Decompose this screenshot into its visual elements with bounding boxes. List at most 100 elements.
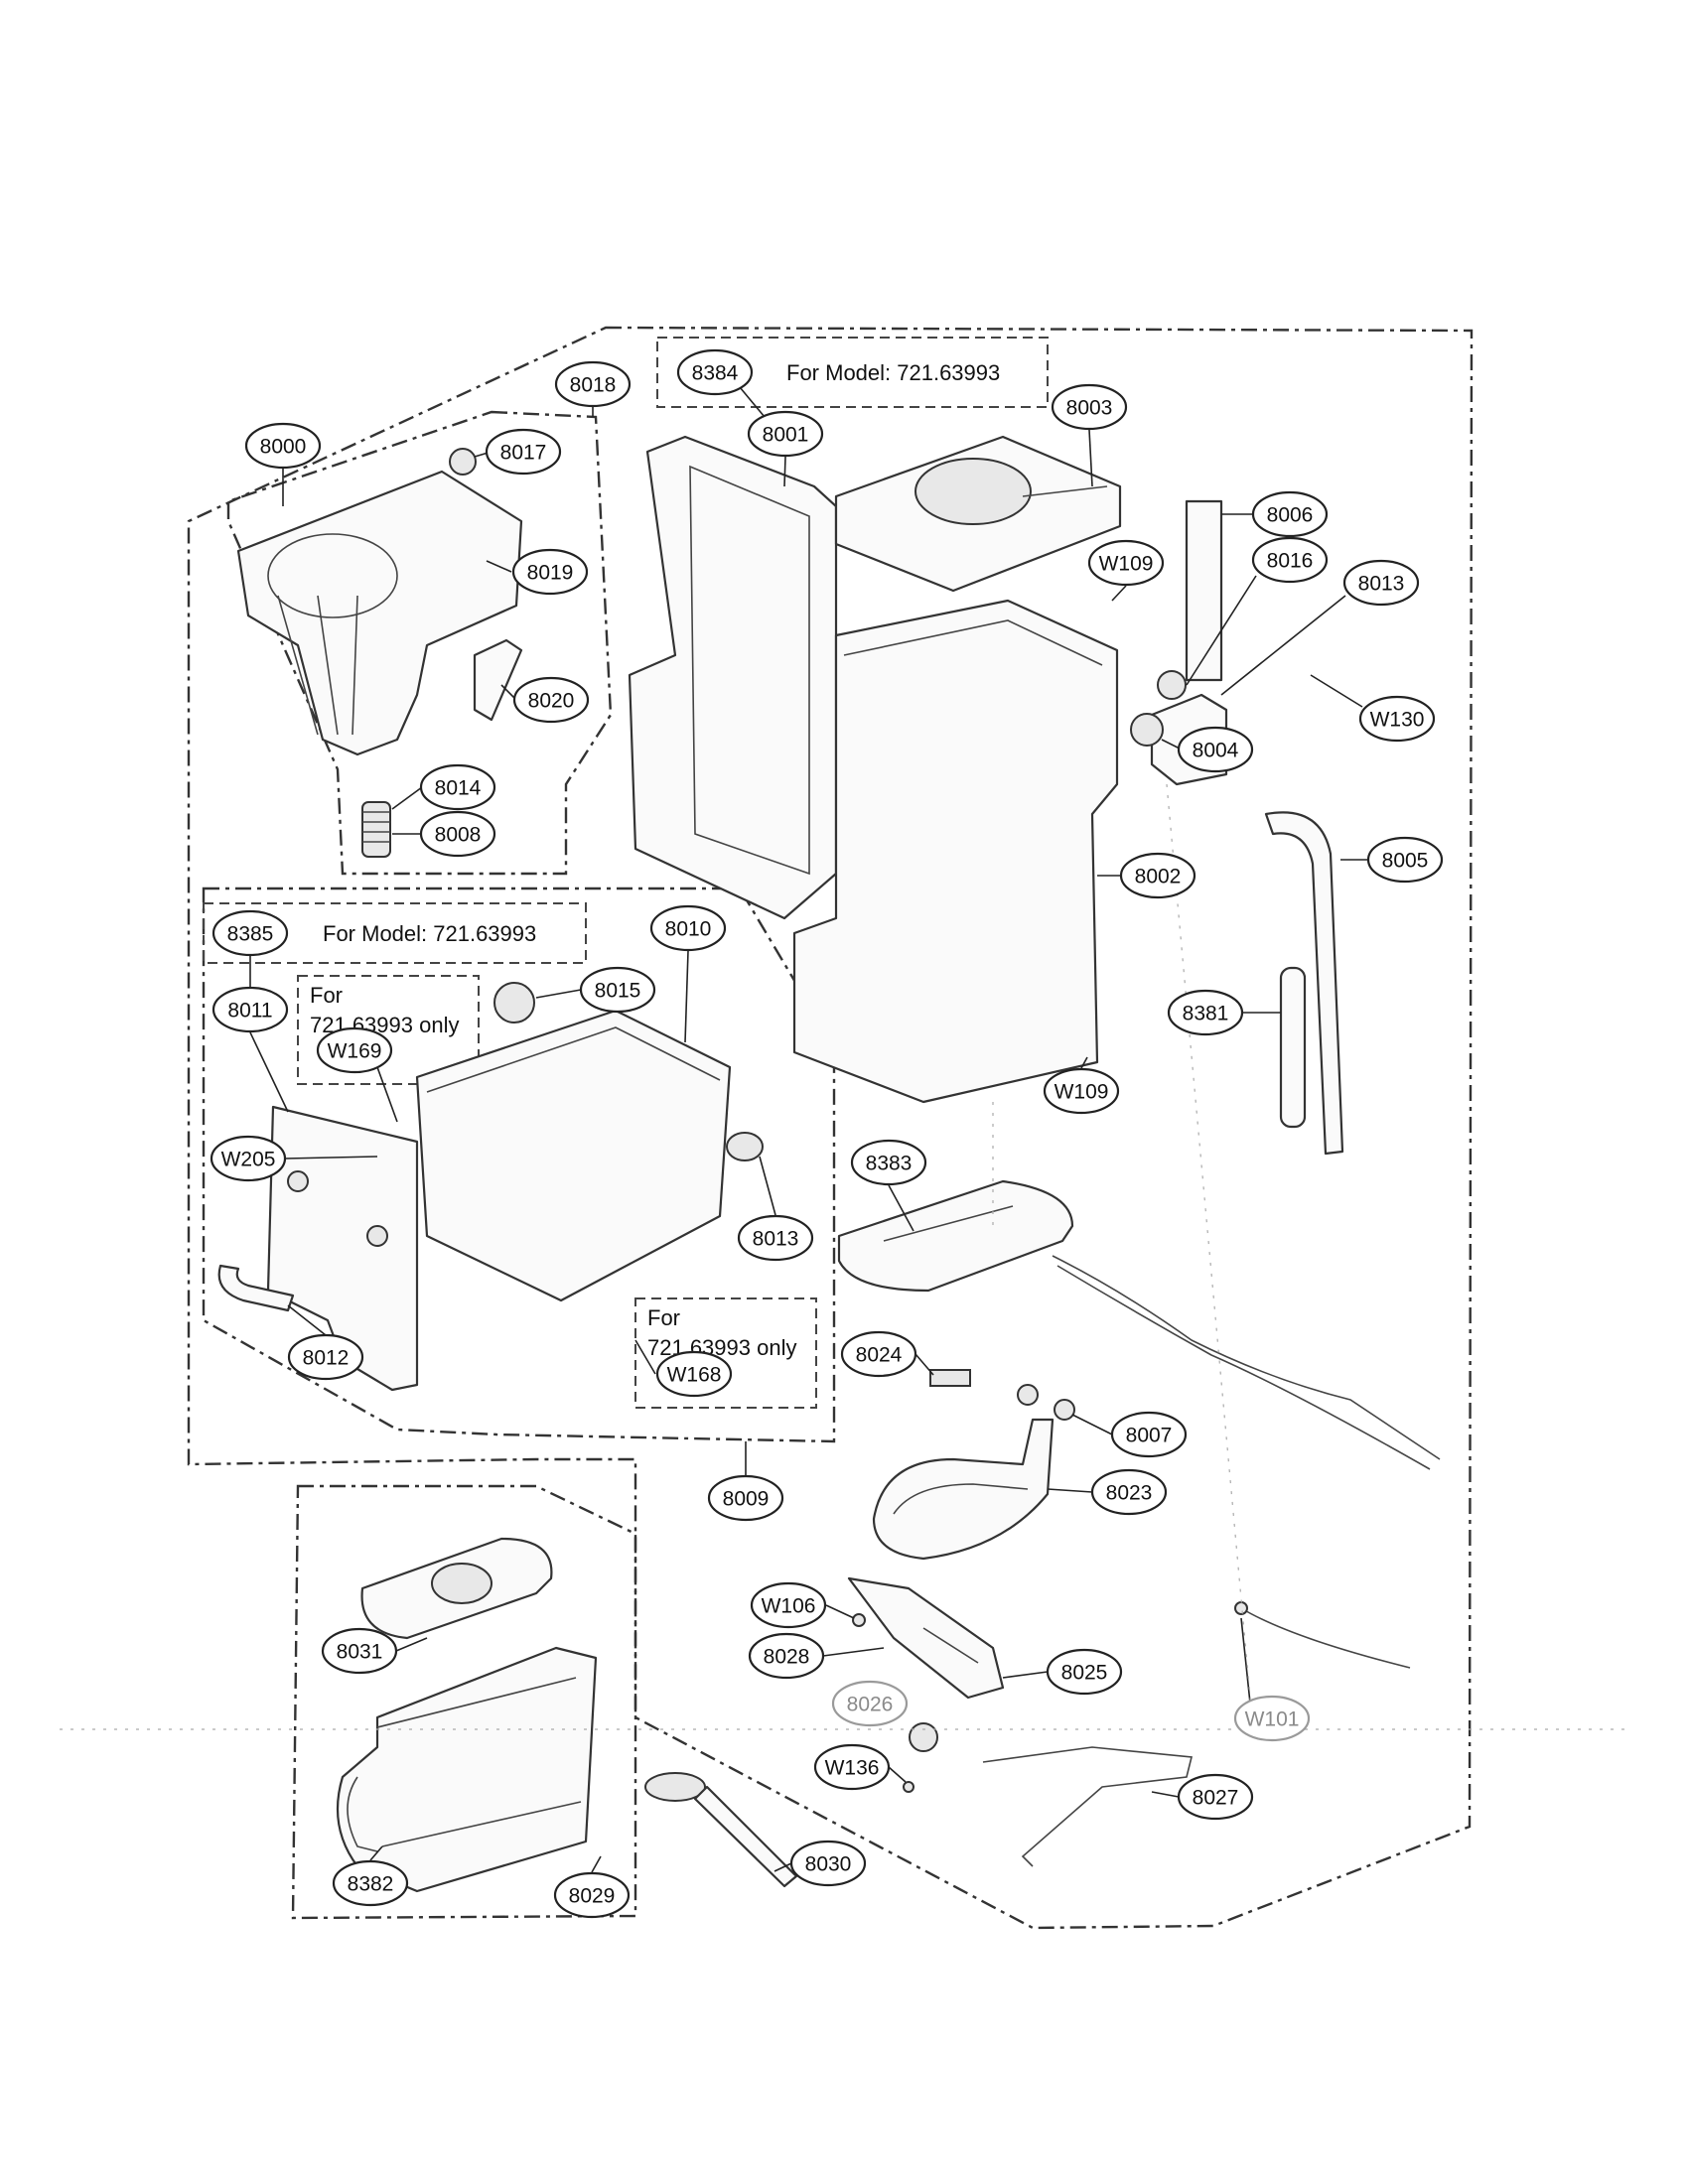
callout-text-8006: 8006 <box>1267 504 1314 527</box>
callout-oval-8000 <box>244 422 322 470</box>
callout-text-8014: 8014 <box>435 777 482 800</box>
callout-8014: 8014 <box>419 763 496 811</box>
callout-8012: 8012 <box>287 1333 364 1381</box>
filter-basket-8019 <box>236 470 523 756</box>
callout-text-8027: 8027 <box>1193 1787 1239 1810</box>
callout-8013b: 8013 <box>737 1214 814 1262</box>
reservoir-boundary <box>202 887 836 1443</box>
callout-text-8028: 8028 <box>764 1646 810 1669</box>
carafe-handle <box>347 1776 378 1852</box>
callout-oval-8383 <box>850 1139 927 1186</box>
callout-8009: 8009 <box>707 1474 784 1522</box>
callout-oval-8012 <box>287 1333 364 1381</box>
leader-lines <box>249 386 1368 1873</box>
plate-slot <box>883 1205 1014 1242</box>
scoop-bowl-8030 <box>644 1772 706 1802</box>
callout-8019: 8019 <box>511 548 589 596</box>
callout-oval-W136 <box>813 1743 891 1791</box>
carafe-rings <box>376 1677 582 1847</box>
callout-text-8007: 8007 <box>1126 1425 1173 1447</box>
callout-8013a: 8013 <box>1342 559 1420 607</box>
callout-oval-8025 <box>1046 1648 1123 1696</box>
callout-oval-8030 <box>789 1840 867 1887</box>
connector-8013 <box>1130 713 1164 747</box>
clamp-8007-b <box>1054 1399 1075 1421</box>
carafe-parts <box>336 1537 798 1893</box>
callout-text-8020: 8020 <box>528 690 575 713</box>
callout-text-8383: 8383 <box>866 1153 913 1175</box>
callout-8007: 8007 <box>1110 1411 1188 1458</box>
callout-text-8010: 8010 <box>665 918 712 941</box>
callout-W205: W205 <box>210 1135 287 1182</box>
ground-terminal <box>1234 1601 1248 1615</box>
connector-8013b <box>726 1132 764 1161</box>
callout-text-8000: 8000 <box>260 436 307 459</box>
callout-oval-8023 <box>1090 1468 1168 1516</box>
callout-oval-8016 <box>1251 536 1329 584</box>
callout-oval-8381 <box>1167 989 1244 1036</box>
clamp-8007-a <box>1017 1384 1039 1406</box>
callout-8383: 8383 <box>850 1139 927 1186</box>
callout-oval-W130 <box>1358 695 1436 743</box>
callout-oval-8027 <box>1177 1773 1254 1821</box>
callout-8381: 8381 <box>1167 989 1244 1036</box>
callout-oval-8029 <box>553 1871 631 1919</box>
callout-text-8025: 8025 <box>1061 1662 1108 1685</box>
front-frame-window <box>689 465 810 876</box>
callout-8020: 8020 <box>512 676 590 724</box>
callout-text-8013b: 8013 <box>753 1228 799 1251</box>
callout-oval-8013a <box>1342 559 1420 607</box>
heater-parts <box>837 1179 1441 1867</box>
callout-oval-8001 <box>747 410 824 458</box>
callout-8018: 8018 <box>554 360 632 408</box>
callout-text-8001: 8001 <box>763 424 809 447</box>
callout-oval-8004 <box>1177 726 1254 773</box>
callout-8023: 8023 <box>1090 1468 1168 1516</box>
heater-loop <box>893 1483 1029 1515</box>
callout-8010: 8010 <box>649 904 727 952</box>
filter-basket-parts <box>236 448 523 858</box>
model-note-mid: For Model: 721.63993 <box>323 921 536 946</box>
callout-W109a: W109 <box>1087 539 1165 587</box>
callout-oval-8014 <box>419 763 496 811</box>
callout-text-8031: 8031 <box>337 1641 383 1664</box>
callout-8030: 8030 <box>789 1840 867 1887</box>
callout-text-8018: 8018 <box>570 374 617 397</box>
tube-8381 <box>1279 966 1307 1129</box>
callout-text-8384: 8384 <box>692 362 739 385</box>
callout-oval-8006 <box>1251 490 1329 538</box>
only-note-1-line1: For <box>310 983 343 1008</box>
shower-head <box>914 458 1032 525</box>
panel-screw-hole-2 <box>366 1225 388 1247</box>
screw-W106 <box>852 1613 866 1627</box>
basket-clip-8020 <box>473 638 523 722</box>
callout-text-W169: W169 <box>328 1040 382 1063</box>
callout-8000: 8000 <box>244 422 322 470</box>
callout-oval-W109a <box>1087 539 1165 587</box>
callout-W106: W106 <box>750 1581 827 1629</box>
callout-8002: 8002 <box>1119 852 1196 899</box>
callout-text-8012: 8012 <box>303 1347 350 1370</box>
ground-wire-W101 <box>1240 1607 1411 1669</box>
callout-8004: 8004 <box>1177 726 1254 773</box>
spring-8014 <box>361 801 391 858</box>
callout-8016: 8016 <box>1251 536 1329 584</box>
callout-8025: 8025 <box>1046 1648 1123 1696</box>
callout-oval-8017 <box>485 428 562 476</box>
callout-text-W109a: W109 <box>1099 553 1154 576</box>
callout-text-W101: W101 <box>1245 1708 1300 1731</box>
callout-W101: W101 <box>1233 1695 1311 1742</box>
callout-8008: 8008 <box>419 810 496 858</box>
callout-text-W106: W106 <box>762 1595 816 1618</box>
callout-8031: 8031 <box>321 1627 398 1675</box>
lid-knob <box>431 1563 492 1604</box>
callout-oval-8009 <box>707 1474 784 1522</box>
callout-8024: 8024 <box>840 1330 917 1378</box>
callout-text-8382: 8382 <box>348 1873 394 1896</box>
callout-text-W205: W205 <box>221 1149 276 1171</box>
callout-text-8381: 8381 <box>1183 1003 1229 1025</box>
valve-8017 <box>449 448 477 476</box>
filter-cone-rim <box>267 533 398 618</box>
callout-oval-8028 <box>748 1632 825 1680</box>
filter-ribs <box>277 595 358 736</box>
